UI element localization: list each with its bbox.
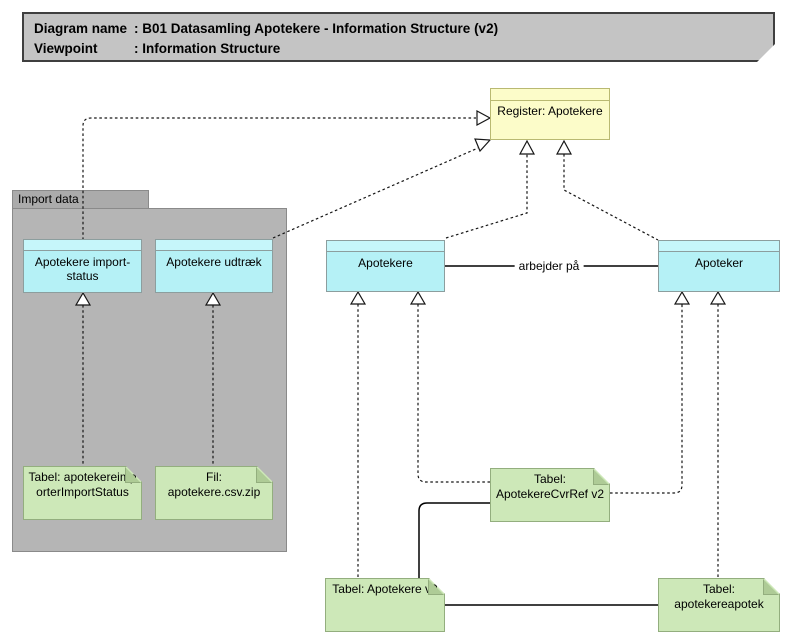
association-label-arbejder-pa: arbejder på bbox=[514, 259, 584, 273]
node-register-apotekere[interactable]: Register: Apotekere bbox=[490, 88, 610, 140]
node-register-band bbox=[491, 89, 609, 101]
node-apotekere-udtraek[interactable]: Apotekere udtræk bbox=[155, 239, 273, 293]
node-apotekere-label: Apotekere bbox=[358, 256, 413, 270]
node-import-status-band bbox=[24, 240, 141, 251]
node-import-status-label: Apotekere import-status bbox=[34, 255, 131, 283]
realization-apotekere-to-register[interactable] bbox=[445, 154, 528, 239]
note-apotekere-v2-label: Tabel: Apotekere v2 bbox=[332, 582, 438, 596]
diagram-title-block: Diagram name : B01 Datasamling Apotekere … bbox=[22, 12, 775, 62]
diagram-name-label: Diagram name bbox=[34, 21, 128, 36]
arrowhead-apoteker-right-icon bbox=[709, 290, 727, 305]
viewpoint-row: Viewpoint : Information Structure bbox=[34, 39, 773, 59]
note-apotekereapotek-label: Tabel: apotekereapotek bbox=[674, 582, 764, 611]
node-apoteker-label: Apoteker bbox=[694, 256, 744, 270]
node-register-label: Register: Apotekere bbox=[497, 104, 603, 118]
node-udtraek-band bbox=[156, 240, 272, 251]
note-fil-label: Fil: apotekere.csv.zip bbox=[167, 470, 261, 499]
node-apotekere-import-status[interactable]: Apotekere import-status bbox=[23, 239, 142, 293]
arrowhead-apoteker-left-icon bbox=[673, 290, 691, 305]
diagram-name-row: Diagram name : B01 Datasamling Apotekere … bbox=[34, 19, 773, 39]
arrowhead-register-left-icon bbox=[476, 109, 492, 127]
realization-cvrref-apotekere[interactable] bbox=[417, 304, 490, 483]
association-cvrref-apotekere-v2[interactable] bbox=[418, 502, 490, 578]
arrowhead-register-bottom-right-icon bbox=[555, 139, 573, 155]
group-import-data-label: Import data bbox=[18, 192, 79, 206]
note-tabel-apotekereapotek[interactable]: Tabel: apotekereapotek bbox=[658, 578, 780, 632]
arrowhead-import-status-icon bbox=[74, 291, 92, 306]
realization-apoteker-to-register[interactable] bbox=[563, 154, 659, 241]
realization-import-status-to-register[interactable] bbox=[82, 117, 476, 240]
note-cvrref-label: Tabel: ApotekereCvrRef v2 bbox=[495, 472, 605, 501]
note-fil-apotekere-csv-zip[interactable]: Fil: apotekere.csv.zip bbox=[155, 466, 273, 520]
node-apotekere-band bbox=[327, 241, 444, 252]
note-tabel-apotekereimporterimportstatus[interactable]: Tabel: apotekereimporterImportStatus bbox=[23, 466, 142, 520]
diagram-name-value: : B01 Datasamling Apotekere - Informatio… bbox=[134, 21, 499, 36]
realization-udtraek-to-register[interactable] bbox=[272, 147, 479, 239]
arrowhead-register-bottom-left-icon bbox=[518, 139, 536, 155]
arrowhead-apotekere-left-icon bbox=[349, 290, 367, 305]
note-tabel-importstatus-label: Tabel: apotekereimporterImportStatus bbox=[28, 470, 137, 499]
arrowhead-udtraek-icon bbox=[204, 291, 222, 306]
node-apotekere[interactable]: Apotekere bbox=[326, 240, 445, 292]
node-udtraek-label: Apotekere udtræk bbox=[166, 255, 262, 269]
node-apoteker-band bbox=[659, 241, 779, 252]
viewpoint-label: Viewpoint bbox=[34, 41, 98, 56]
viewpoint-value: : Information Structure bbox=[134, 41, 281, 56]
node-apoteker[interactable]: Apoteker bbox=[658, 240, 780, 292]
note-tabel-apotekerecvrref-v2[interactable]: Tabel: ApotekereCvrRef v2 bbox=[490, 468, 610, 522]
arrowhead-register-corner-icon bbox=[474, 138, 492, 153]
note-tabel-apotekere-v2[interactable]: Tabel: Apotekere v2 bbox=[325, 578, 445, 632]
realization-cvrref-apoteker[interactable] bbox=[610, 304, 683, 494]
arrowhead-apotekere-right-icon bbox=[409, 290, 427, 305]
